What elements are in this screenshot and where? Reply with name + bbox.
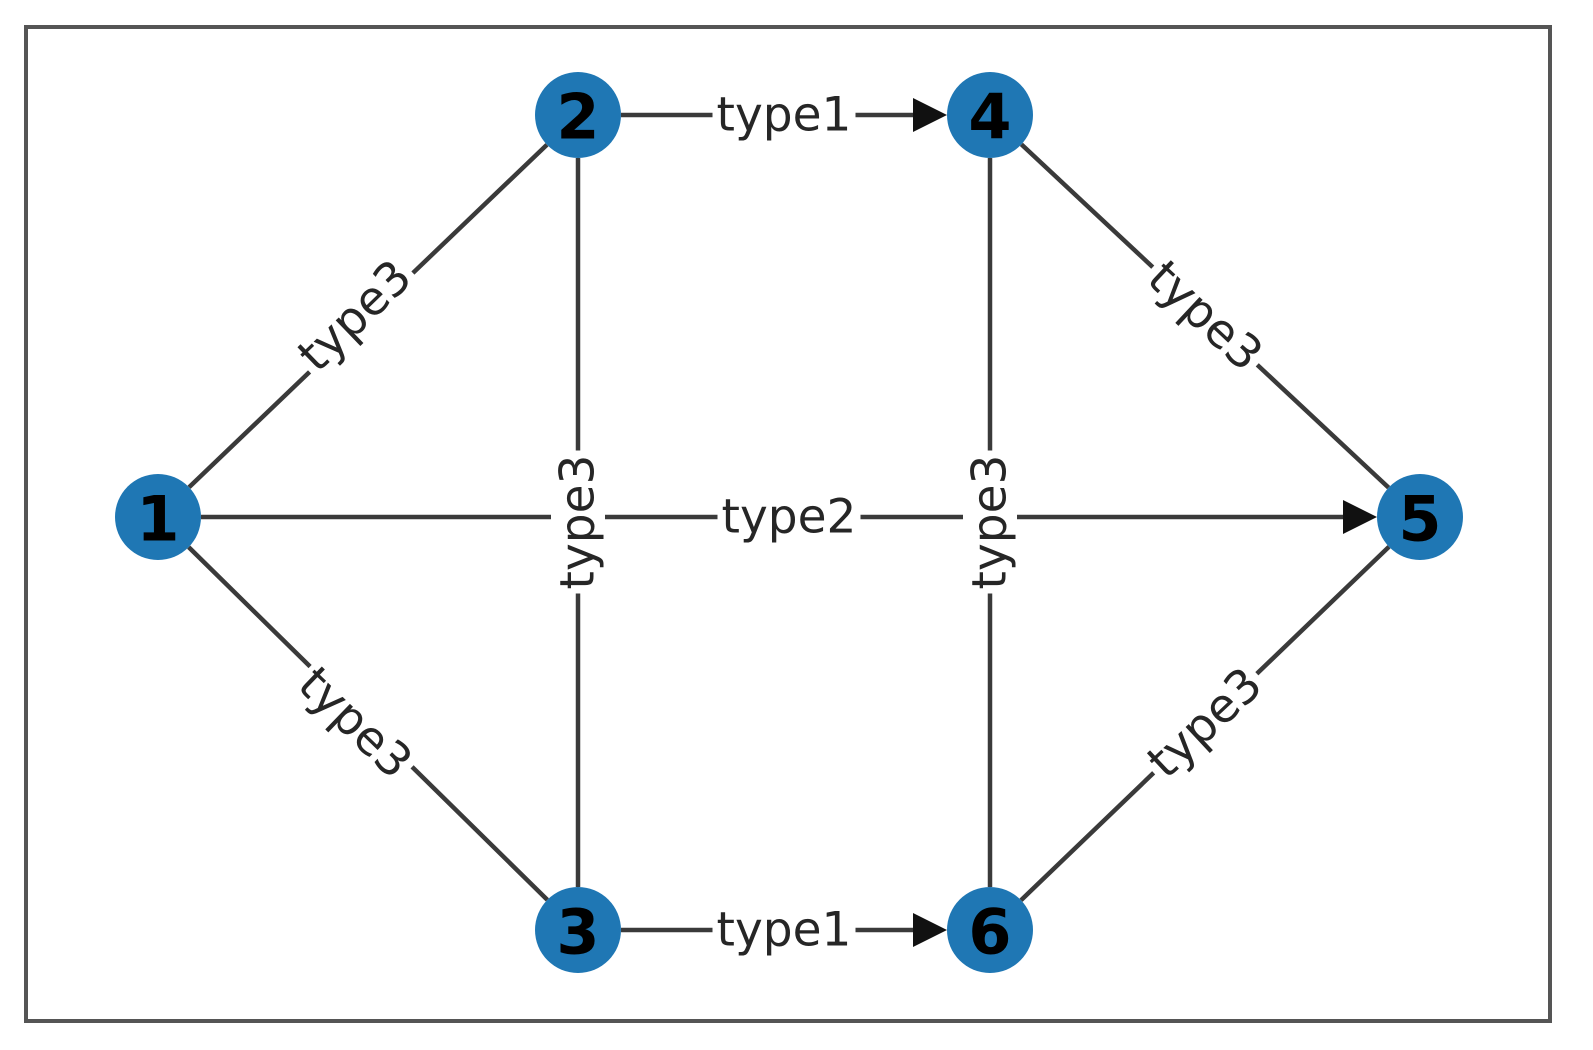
- node-2[interactable]: 2: [535, 72, 621, 158]
- node-label-text: 3: [556, 896, 599, 969]
- node-label-text: 5: [1398, 483, 1441, 556]
- edge-label-text: type3: [963, 455, 1018, 590]
- edge-label-2-3: type3: [551, 450, 606, 594]
- node-circle: [535, 887, 621, 973]
- node-circle: [947, 887, 1033, 973]
- arrowhead-icon: [1343, 500, 1377, 534]
- node-5[interactable]: 5: [1377, 474, 1463, 560]
- edge-label-2-4: type1: [712, 88, 856, 143]
- edge-label-background: [284, 246, 426, 386]
- node-3[interactable]: 3: [535, 887, 621, 973]
- edge-label-background: [963, 450, 1017, 594]
- edge-label-background: [717, 490, 861, 544]
- edge-label-text: type1: [717, 903, 852, 958]
- edge-label-background: [712, 88, 856, 142]
- nodes-layer: 1 2 3 4 5 6: [115, 72, 1463, 973]
- node-circle: [1377, 474, 1463, 560]
- edge-label-background: [551, 450, 605, 594]
- node-4[interactable]: 4: [947, 72, 1033, 158]
- node-label-text: 6: [968, 896, 1011, 969]
- edge-label-text: type3: [551, 455, 606, 590]
- edge-label-4-6: type3: [963, 450, 1018, 594]
- edge-label-background: [712, 903, 856, 957]
- node-1[interactable]: 1: [115, 474, 201, 560]
- node-label-text: 2: [556, 81, 599, 154]
- edge-label-background: [1134, 654, 1276, 792]
- edge-label-background: [284, 653, 426, 793]
- edge-label-background: [1134, 247, 1276, 385]
- node-circle: [115, 474, 201, 560]
- node-label-text: 1: [136, 483, 179, 556]
- arrowhead-icon: [913, 98, 947, 132]
- arrowhead-icon: [913, 913, 947, 947]
- node-6[interactable]: 6: [947, 887, 1033, 973]
- edge-label-text: type1: [717, 88, 852, 143]
- node-circle: [947, 72, 1033, 158]
- edge-label-text: type2: [722, 490, 857, 545]
- edge-label-3-6: type1: [712, 903, 856, 958]
- edge-label-1-5: type2: [717, 490, 861, 545]
- node-label-text: 4: [968, 81, 1011, 154]
- node-circle: [535, 72, 621, 158]
